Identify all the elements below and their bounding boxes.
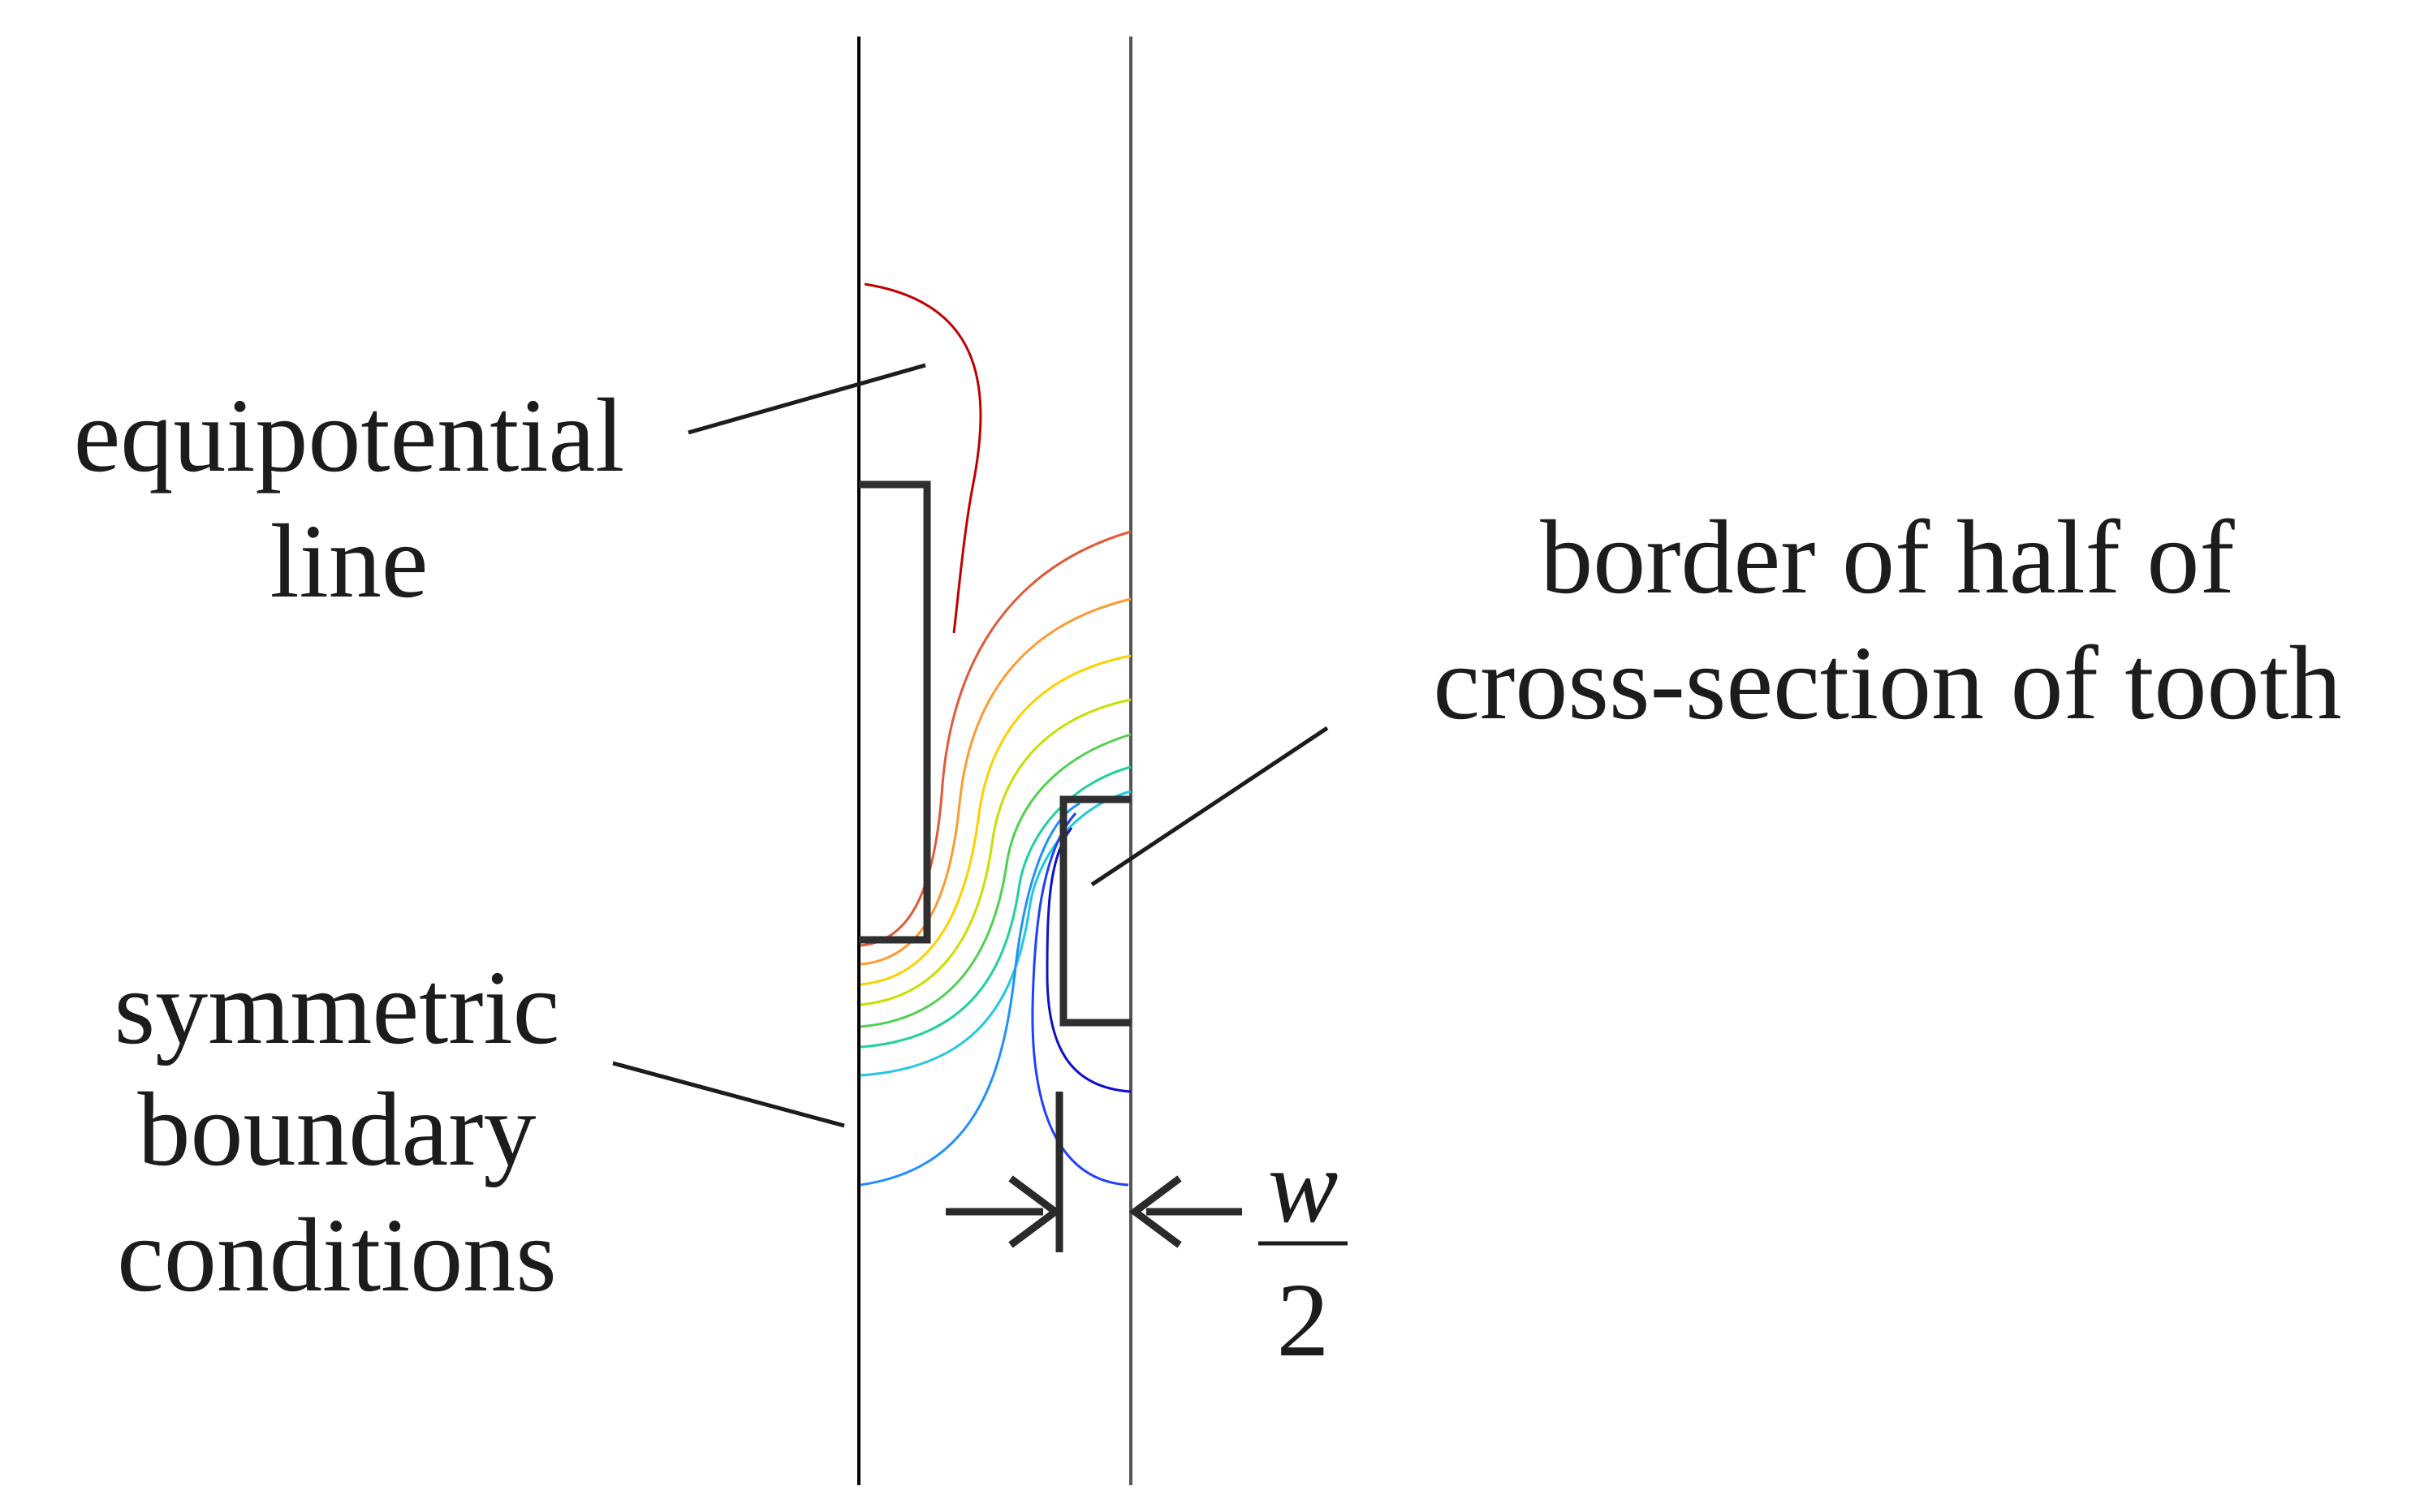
width-denominator: 2 bbox=[1277, 1262, 1330, 1379]
width-left-arrow-head bbox=[1008, 1175, 1062, 1248]
equipotential-contour bbox=[860, 790, 1132, 1077]
width-numerator: w bbox=[1268, 1128, 1339, 1245]
equipotential-contour bbox=[1046, 827, 1132, 1093]
left-tooth-border bbox=[859, 480, 931, 944]
equipotential-contour bbox=[860, 765, 1132, 1049]
equipotential-contour bbox=[860, 654, 1132, 986]
tooth-border-label-line1: border of half of bbox=[1540, 499, 2235, 616]
symmetric-label-line2: boundary bbox=[138, 1071, 537, 1188]
leader-tooth-border bbox=[1090, 726, 1329, 887]
equipotential-contour bbox=[860, 530, 1132, 947]
symmetric-label-line1: symmetric bbox=[114, 950, 560, 1066]
equipotential-contour bbox=[1031, 812, 1129, 1187]
equipotential-contours bbox=[860, 282, 1132, 1187]
equipotential-contour bbox=[860, 698, 1132, 1006]
tooth-border-label-line2: cross-section of tooth bbox=[1433, 625, 2341, 742]
leader-equipotential bbox=[688, 363, 926, 435]
equipotential-contour bbox=[860, 733, 1132, 1028]
equipotential-label-line2: line bbox=[270, 503, 429, 620]
equipotential-contour bbox=[864, 282, 982, 634]
leader-symmetric bbox=[612, 1061, 845, 1128]
symmetric-label-line3: conditions bbox=[117, 1197, 557, 1314]
equipotential-label-line1: equipotential bbox=[74, 377, 625, 494]
equipotential-contour bbox=[860, 802, 1080, 1187]
right-tooth-border bbox=[1059, 795, 1131, 1027]
width-right-arrow-head bbox=[1128, 1175, 1182, 1248]
